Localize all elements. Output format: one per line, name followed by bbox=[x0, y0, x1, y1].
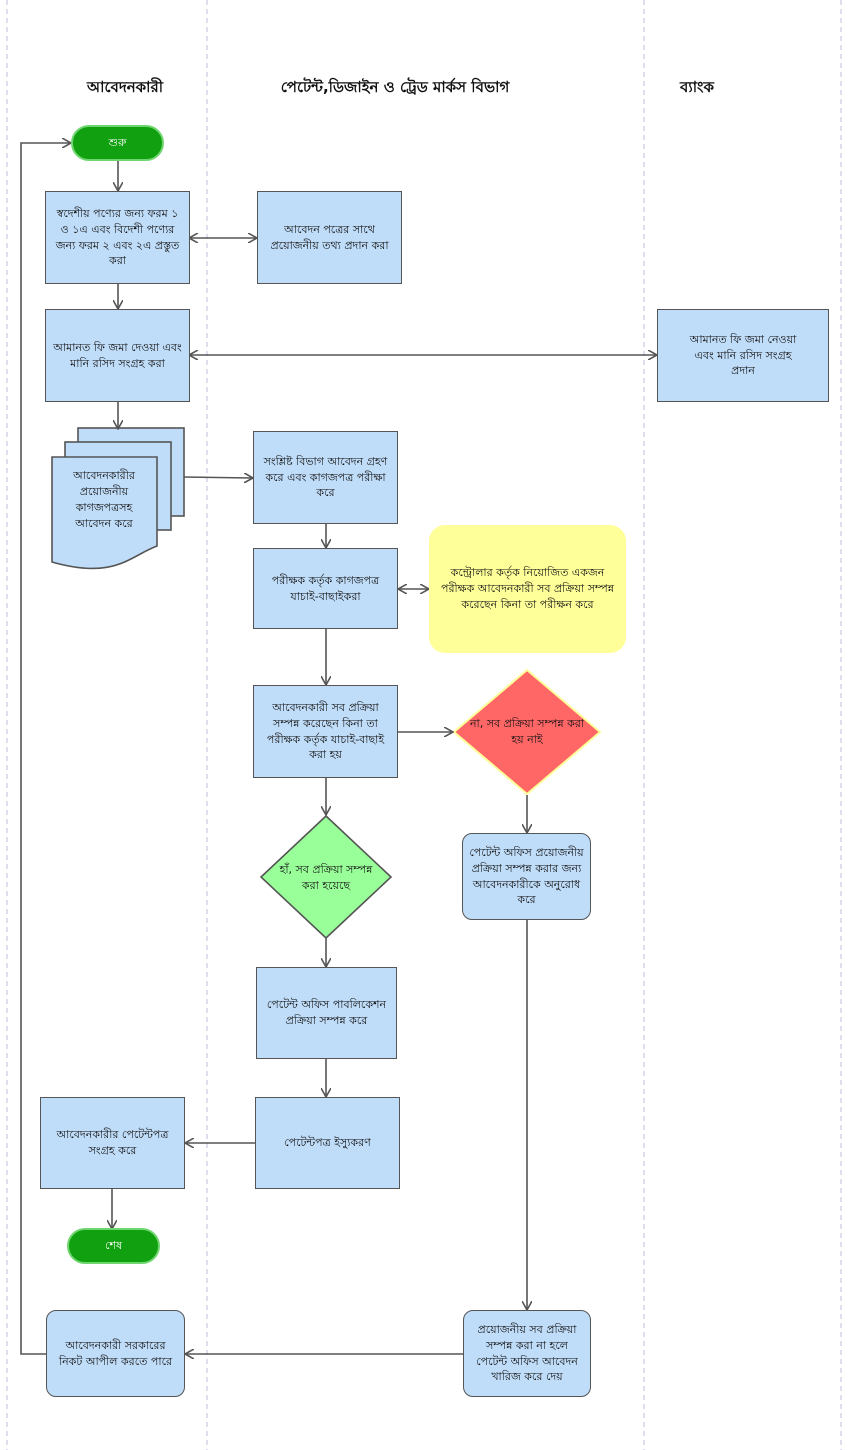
appeal-label: আবেদনকারী সরকারের নিকট আপীল করতে পারে bbox=[58, 1338, 173, 1368]
receive-application-box[interactable]: সংশ্লিষ্ট বিভাগ আবেদন গ্রহণ করে এবং কাগজ… bbox=[253, 431, 398, 524]
lane-title-applicant: আবেদনকারী bbox=[86, 78, 164, 96]
applicant-documents-text[interactable]: আবেদনকারীর প্রয়োজনীয় কাগজপত্রসহ আবেদন … bbox=[54, 460, 154, 540]
provide-info-box[interactable]: আবেদন পত্রের সাথে প্রয়োজনীয় তথ্য প্রদা… bbox=[257, 191, 402, 284]
issue-patent-label: পেটেন্টপত্র ইস্যুকরণ bbox=[284, 1136, 371, 1150]
controller-note[interactable]: কন্ট্রোলার কর্তৃক নিয়োজিত একজন পরীক্ষক … bbox=[429, 525, 626, 653]
deposit-fee-box[interactable]: আমানত ফি জমা দেওয়া এবং মানি রসিদ সংগ্রহ… bbox=[45, 309, 190, 402]
arrow-documents-to-receive bbox=[183, 477, 252, 478]
appeal-box[interactable]: আবেদনকারী সরকারের নিকট আপীল করতে পারে bbox=[46, 1310, 185, 1397]
lane-title-bank: ব্যাংক bbox=[680, 78, 714, 96]
no-decision-diamond bbox=[452, 668, 602, 796]
controller-note-label: কন্ট্রোলার কর্তৃক নিয়োজিত একজন পরীক্ষক … bbox=[441, 566, 614, 611]
yes-decision-label: হাঁ, সব প্রক্রিয়া সম্পন্ন করা হয়েছে bbox=[279, 863, 373, 892]
documents-shape bbox=[51, 427, 185, 570]
reject-label: প্রয়োজনীয় সব প্রক্রিয়া সম্পন্ন করা না… bbox=[476, 1322, 578, 1384]
examiner-verify-box[interactable]: পরীক্ষক কর্তৃক কাগজপত্র যাচাই-বাছাইকরা bbox=[253, 548, 398, 629]
provide-info-label: আবেদন পত্রের সাথে প্রয়োজনীয় তথ্য প্রদা… bbox=[270, 222, 389, 252]
end-terminal[interactable]: শেষ bbox=[67, 1228, 160, 1264]
prepare-forms-label: স্বদেশীয় পণ্যের জন্য ফরম ১ ও ১এ এবং বিদ… bbox=[55, 206, 180, 268]
deposit-fee-label: আমানত ফি জমা দেওয়া এবং মানি রসিদ সংগ্রহ… bbox=[53, 340, 182, 370]
publication-label: পেটেন্ট অফিস পাবলিকেশন প্রক্রিয়া সম্পন্… bbox=[266, 998, 387, 1027]
arrow-appeal-loop-to-start bbox=[20, 143, 70, 1355]
no-decision-text[interactable]: না, সব প্রক্রিয়া সম্পন্ন করা হয় নাই bbox=[464, 700, 590, 764]
issue-patent-box[interactable]: পেটেন্টপত্র ইস্যুকরণ bbox=[255, 1097, 400, 1189]
request-applicant-box[interactable]: পেটেন্ট অফিস প্রয়োজনীয় প্রক্রিয়া সম্প… bbox=[462, 833, 591, 920]
request-applicant-label: পেটেন্ট অফিস প্রয়োজনীয় প্রক্রিয়া সম্প… bbox=[469, 845, 584, 907]
examiner-verify-label: পরীক্ষক কর্তৃক কাগজপত্র যাচাই-বাছাইকরা bbox=[271, 573, 380, 603]
applicant-documents-label: আবেদনকারীর প্রয়োজনীয় কাগজপত্রসহ আবেদন … bbox=[73, 469, 135, 530]
reject-box[interactable]: প্রয়োজনীয় সব প্রক্রিয়া সম্পন্ন করা না… bbox=[463, 1310, 591, 1397]
start-label: শুরু bbox=[108, 136, 127, 150]
check-complete-label: আবেদনকারী সব প্রক্রিয়া সম্পন্ন করেছেন ক… bbox=[266, 700, 385, 762]
start-terminal[interactable]: শুরু bbox=[71, 125, 164, 161]
bank-receipt-label: আমানত ফি জমা নেওয়া এবং মানি রসিদ সংগ্রহ… bbox=[689, 332, 797, 378]
lane-title-department: পেটেন্ট,ডিজাইন ও ট্রেড মার্কস বিভাগ bbox=[280, 78, 510, 96]
end-label: শেষ bbox=[104, 1239, 123, 1253]
receive-application-label: সংশ্লিষ্ট বিভাগ আবেদন গ্রহণ করে এবং কাগজ… bbox=[263, 454, 388, 500]
collect-patent-label: আবেদনকারীর পেটেন্টপত্র সংগ্রহ করে bbox=[56, 1128, 169, 1157]
no-decision-label: না, সব প্রক্রিয়া সম্পন্ন করা হয় নাই bbox=[469, 717, 585, 746]
check-complete-box[interactable]: আবেদনকারী সব প্রক্রিয়া সম্পন্ন করেছেন ক… bbox=[253, 685, 398, 778]
prepare-forms-box[interactable]: স্বদেশীয় পণ্যের জন্য ফরম ১ ও ১এ এবং বিদ… bbox=[45, 191, 190, 284]
bank-receipt-box[interactable]: আমানত ফি জমা নেওয়া এবং মানি রসিদ সংগ্রহ… bbox=[657, 309, 829, 402]
collect-patent-box[interactable]: আবেদনকারীর পেটেন্টপত্র সংগ্রহ করে bbox=[40, 1097, 185, 1189]
yes-decision-text[interactable]: হাঁ, সব প্রক্রিয়া সম্পন্ন করা হয়েছে bbox=[272, 850, 380, 906]
publication-box[interactable]: পেটেন্ট অফিস পাবলিকেশন প্রক্রিয়া সম্পন্… bbox=[256, 967, 397, 1059]
